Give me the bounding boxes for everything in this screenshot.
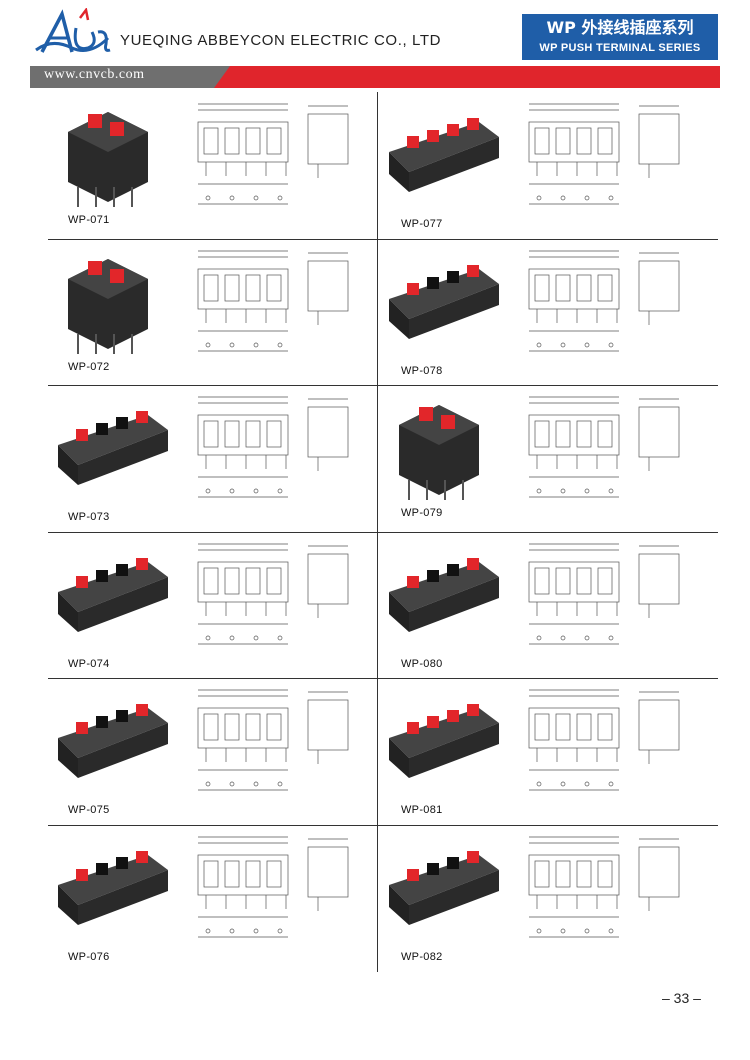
dimension-drawing <box>528 836 680 938</box>
row-divider <box>48 825 718 826</box>
connector-photo <box>58 704 168 778</box>
dimension-drawing <box>528 543 680 645</box>
product-cell: WP-074 <box>48 532 378 678</box>
company-name: YUEQING ABBEYCON ELECTRIC CO., LTD <box>120 32 442 49</box>
product-illustration <box>68 250 349 354</box>
product-cell: WP-073 <box>48 385 378 531</box>
row-divider <box>48 385 718 386</box>
connector-photo <box>68 259 148 354</box>
product-illustration <box>58 836 349 938</box>
product-illustration <box>58 396 349 498</box>
row-divider <box>48 678 718 679</box>
product-illustration <box>58 543 349 645</box>
product-cell: WP-077 <box>379 92 709 238</box>
website-link[interactable]: www.cnvcb.com <box>44 67 145 82</box>
connector-photo <box>389 118 499 192</box>
model-label: WP-073 <box>68 511 110 523</box>
connector-photo <box>389 851 499 925</box>
connector-photo <box>389 265 499 339</box>
product-cell: WP-072 <box>48 239 378 385</box>
model-label: WP-079 <box>401 507 443 519</box>
series-title-en: WP PUSH TERMINAL SERIES <box>539 42 701 54</box>
header-band: www.cnvcb.com <box>30 66 720 88</box>
series-title-box: WP 外接线插座系列 WP PUSH TERMINAL SERIES <box>522 14 718 60</box>
product-illustration <box>58 689 349 791</box>
product-cell: WP-075 <box>48 678 378 824</box>
model-label: WP-076 <box>68 951 110 963</box>
dimension-drawing <box>528 689 680 791</box>
model-label: WP-081 <box>401 804 443 816</box>
connector-photo <box>58 851 168 925</box>
connector-photo <box>389 704 499 778</box>
dimension-drawing <box>528 396 680 498</box>
product-cell: WP-076 <box>48 825 378 971</box>
model-label: WP-082 <box>401 951 443 963</box>
model-label: WP-072 <box>68 361 110 373</box>
product-cell: WP-079 <box>379 385 709 531</box>
product-cell: WP-071 <box>48 92 378 238</box>
page-number: – 33 – <box>662 990 701 1006</box>
dimension-drawing <box>197 250 349 352</box>
model-label: WP-075 <box>68 804 110 816</box>
series-title-zh: WP 外接线插座系列 <box>546 18 694 37</box>
model-label: WP-077 <box>401 218 443 230</box>
product-cell: WP-080 <box>379 532 709 678</box>
dimension-drawing <box>528 103 680 205</box>
connector-photo <box>58 558 168 632</box>
connector-photo <box>399 405 479 500</box>
product-illustration <box>389 836 680 938</box>
dimension-drawing <box>197 103 349 205</box>
model-label: WP-074 <box>68 658 110 670</box>
row-divider <box>48 532 718 533</box>
connector-photo <box>58 411 168 485</box>
page-header: YUEQING ABBEYCON ELECTRIC CO., LTD WP 外接… <box>0 0 750 90</box>
product-illustration <box>389 543 680 645</box>
dimension-drawing <box>197 689 349 791</box>
product-illustration <box>389 250 680 352</box>
band-red <box>214 66 720 88</box>
dimension-drawing <box>197 836 349 938</box>
dimension-drawing <box>197 396 349 498</box>
model-label: WP-078 <box>401 365 443 377</box>
connector-photo <box>389 558 499 632</box>
product-illustration <box>389 689 680 791</box>
model-label: WP-071 <box>68 214 110 226</box>
band-grey <box>30 66 230 88</box>
product-illustration <box>399 396 680 500</box>
product-cell: WP-081 <box>379 678 709 824</box>
product-illustration <box>68 103 349 207</box>
abbeycon-logo <box>35 8 111 53</box>
connector-photo <box>68 112 148 207</box>
dimension-drawing <box>197 543 349 645</box>
product-cell: WP-082 <box>379 825 709 971</box>
row-divider <box>48 239 718 240</box>
model-label: WP-080 <box>401 658 443 670</box>
product-illustration <box>389 103 680 205</box>
product-cell: WP-078 <box>379 239 709 385</box>
dimension-drawing <box>528 250 680 352</box>
